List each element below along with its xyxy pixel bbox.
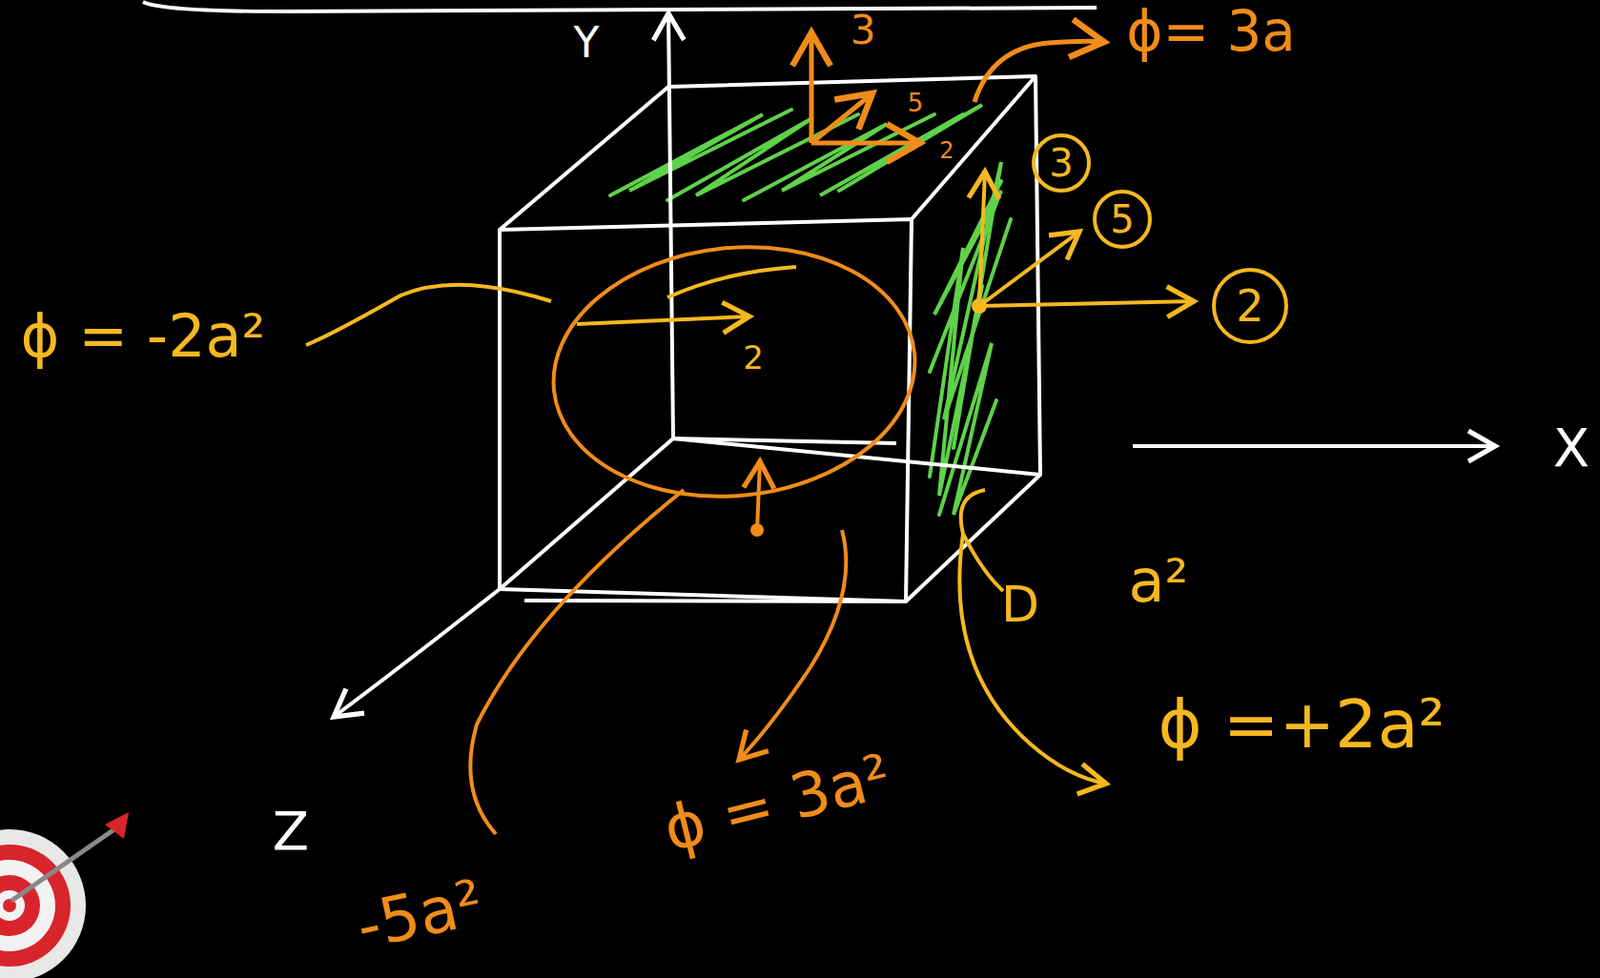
annotation-label: D [1001, 579, 1040, 630]
callout-number: 2 [1235, 284, 1264, 329]
callout-number: 5 [1109, 200, 1134, 239]
annotation-label: Y [574, 21, 600, 64]
annotation-label: Z [272, 804, 309, 859]
annotation-label: 5 [907, 90, 924, 116]
annotation-label: ϕ = 3a² [657, 745, 897, 862]
annotation-label: X [1553, 421, 1590, 475]
circled-number: 2 [1211, 267, 1289, 345]
circled-number: 3 [1031, 133, 1091, 193]
annotation-label: 2 [939, 139, 954, 163]
annotation-label: ϕ =+2a² [1157, 691, 1445, 759]
annotation-label: -5a² [350, 871, 489, 960]
callout-number: 3 [1048, 143, 1073, 183]
annotation-label: a² [1128, 552, 1190, 612]
circled-number: 5 [1092, 189, 1152, 249]
annotation-label: ϕ = -2a² [20, 307, 267, 367]
annotation-label: ϕ= 3a [1126, 3, 1296, 60]
annotation-label: 3 [850, 10, 877, 51]
annotation-label: 2 [742, 341, 764, 374]
target-icon [0, 812, 129, 978]
